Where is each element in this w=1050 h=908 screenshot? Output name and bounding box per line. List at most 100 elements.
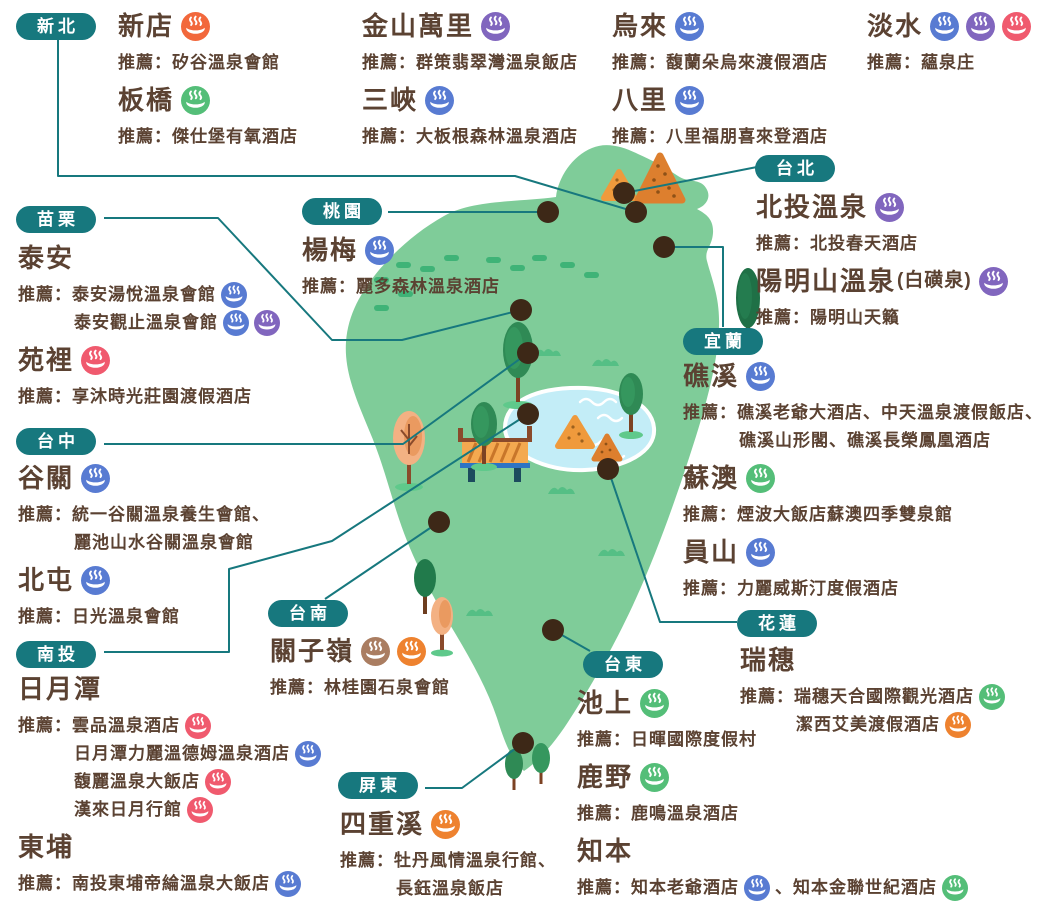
spot-name-line: 北投溫泉: [756, 189, 1008, 225]
region-badge-hualien: 花蓮: [737, 610, 817, 637]
hot-spring-icon: [365, 235, 395, 265]
spot-name-line: 池上: [577, 685, 968, 721]
recommendation-text: 推薦：泰安湯悅溫泉會館: [18, 285, 216, 304]
hot-spring-spot: 北投溫泉推薦：北投春天酒店: [756, 189, 1008, 258]
region-spots-xinbei: 新店推薦：矽谷溫泉會館板橋推薦：傑仕堡有氧酒店: [118, 8, 298, 156]
location-dot: [537, 201, 559, 223]
recommendation-line: 推薦：馥蘭朵烏來渡假酒店: [612, 49, 828, 77]
recommendation-text: 推薦：蘊泉庄: [867, 53, 975, 72]
recommendation-line: 長鈺溫泉飯店: [340, 875, 556, 903]
recommendation-line: 推薦：八里福朋喜來登酒店: [612, 123, 828, 151]
hot-spring-icon: [675, 85, 705, 115]
recommendation-text: 推薦：陽明山天籟: [756, 308, 900, 327]
spot-name: 淡水: [867, 11, 924, 41]
spot-name: 日月潭: [18, 674, 103, 704]
recommendation-line: 推薦：陽明山天籟: [756, 304, 1008, 332]
spot-name-line: 新店: [118, 8, 298, 44]
spot-name: 東埔: [18, 832, 75, 862]
recommendation-text: 推薦：礁溪老爺大酒店、中天溫泉渡假飯店、: [683, 403, 1043, 422]
spot-name-line: 苑裡: [18, 342, 280, 378]
spot-name-line: 金山萬里: [362, 8, 578, 44]
spot-name-line: 楊梅: [302, 232, 500, 268]
location-dot: [597, 458, 619, 480]
hot-spring-spot: 烏來推薦：馥蘭朵烏來渡假酒店: [612, 8, 828, 77]
recommendation-line: 推薦：傑仕堡有氧酒店: [118, 123, 298, 151]
spot-name-line: 三峽: [362, 82, 578, 118]
recommendation-line: 馥麗溫泉大飯店: [18, 768, 321, 796]
spot-name-line: 瑞穗: [740, 642, 1005, 678]
recommendation-line: 推薦：蘊泉庄: [867, 49, 1031, 77]
recommendation-text: 泰安觀止溫泉會館: [74, 313, 218, 332]
hot-spring-icon: [481, 11, 511, 41]
hot-spring-spot: 礁溪推薦：礁溪老爺大酒店、中天溫泉渡假飯店、礁溪山形閣、礁溪長榮鳳凰酒店: [683, 358, 1043, 455]
recommendation-line: 推薦：力麗威斯汀度假酒店: [683, 575, 1043, 603]
hot-spring-spot: 四重溪推薦：牡丹風情溫泉行館、長鈺溫泉飯店: [340, 806, 556, 903]
recommendation-line: 推薦：煙波大飯店蘇澳四季雙泉館: [683, 501, 1043, 529]
recommendation-line: 麗池山水谷關溫泉會館: [18, 529, 270, 557]
region-badge-pingtung: 屏東: [338, 772, 418, 799]
hot-spring-spot: 池上推薦：日暉國際度假村: [577, 685, 968, 754]
connector-tainan: [324, 521, 440, 600]
recommendation-text: 推薦：知本老爺酒店: [577, 878, 739, 897]
recommendation-line: 推薦：瑞穗天合國際觀光酒店: [740, 683, 1005, 711]
spot-name: 知本: [577, 836, 634, 866]
recommendation-text: 推薦：鹿鳴溫泉酒店: [577, 804, 739, 823]
region-badge-taitung: 台東: [583, 651, 663, 678]
hot-spring-spot: 瑞穗推薦：瑞穗天合國際觀光酒店潔西艾美渡假酒店: [740, 642, 1005, 739]
hot-spring-icon: [979, 684, 1005, 710]
region-badge-taoyuan: 桃園: [302, 198, 382, 225]
hot-spring-spot: 金山萬里推薦：群策翡翠灣溫泉飯店: [362, 8, 578, 77]
spot-name-line: 日月潭: [18, 671, 321, 707]
hot-spring-spot: 苑裡推薦：享沐時光莊園渡假酒店: [18, 342, 280, 411]
field-dashes: [374, 250, 599, 311]
location-dot: [517, 342, 539, 364]
spot-name-line: 員山: [683, 534, 1043, 570]
location-dot: [613, 182, 635, 204]
region-badge-tainan: 台南: [268, 600, 348, 627]
spot-name: 板橋: [118, 85, 175, 115]
region-spots-danshui: 淡水推薦：蘊泉庄: [867, 8, 1032, 82]
spot-name-suffix: (白磺泉): [897, 270, 972, 291]
recommendation-text: 漢來日月行館: [74, 800, 182, 819]
recommendation-line: 推薦：矽谷溫泉會館: [118, 49, 298, 77]
spot-name: 新店: [118, 11, 175, 41]
region-spots-hualien: 瑞穗推薦：瑞穗天合國際觀光酒店潔西艾美渡假酒店: [740, 642, 1005, 744]
hot-spring-icon: [746, 537, 776, 567]
spot-name-line: 烏來: [612, 8, 828, 44]
hot-spring-icon: [640, 688, 670, 718]
spot-name: 關子嶺: [270, 636, 355, 666]
region-badge-xinbei: 新北: [16, 13, 96, 40]
location-dot: [653, 236, 675, 258]
recommendation-text: 推薦：南投東埔帝綸溫泉大飯店: [18, 874, 270, 893]
hot-spring-spot: 板橋推薦：傑仕堡有氧酒店: [118, 82, 298, 151]
recommendation-text: 、知本金聯世紀酒店: [775, 878, 937, 897]
recommendation-text: 推薦：力麗威斯汀度假酒店: [683, 579, 899, 598]
recommendation-text: 長鈺溫泉飯店: [396, 879, 504, 898]
recommendation-text: 推薦：統一谷關溫泉養生會館、: [18, 505, 270, 524]
connector-xinbei: [57, 38, 637, 213]
recommendation-line: 推薦：知本老爺酒店 、知本金聯世紀酒店: [577, 874, 968, 902]
hot-spring-spot: 淡水推薦：蘊泉庄: [867, 8, 1032, 77]
recommendation-line: 推薦：北投春天酒店: [756, 230, 1008, 258]
hot-spring-icon: [675, 11, 705, 41]
hot-spring-spot: 關子嶺推薦：林桂園石泉會館: [270, 633, 450, 702]
spot-name-line: 陽明山溫泉(白磺泉): [756, 263, 1008, 299]
recommendation-text: 馥麗溫泉大飯店: [74, 772, 200, 791]
spot-name: 苑裡: [18, 345, 75, 375]
hot-spring-spot: 三峽推薦：大板根森林溫泉酒店: [362, 82, 578, 151]
recommendation-line: 漢來日月行館: [18, 796, 321, 824]
hot-spring-spot: 東埔推薦：南投東埔帝綸溫泉大飯店: [18, 829, 321, 898]
recommendation-line: 礁溪山形閣、礁溪長榮鳳凰酒店: [683, 427, 1043, 455]
recommendation-text: 推薦：矽谷溫泉會館: [118, 53, 280, 72]
hot-spring-spot: 新店推薦：矽谷溫泉會館: [118, 8, 298, 77]
spot-name-line: 北屯: [18, 562, 270, 598]
spot-name: 谷關: [18, 463, 75, 493]
hot-spring-icon: [1002, 11, 1032, 41]
connector-lines: [57, 38, 758, 789]
spot-name-line: 關子嶺: [270, 633, 450, 669]
spot-name: 八里: [612, 85, 669, 115]
spot-name-line: 鹿野: [577, 759, 968, 795]
spot-name: 北屯: [18, 565, 75, 595]
region-badge-taipei: 台北: [755, 155, 835, 182]
hot-spring-icon: [425, 85, 455, 115]
